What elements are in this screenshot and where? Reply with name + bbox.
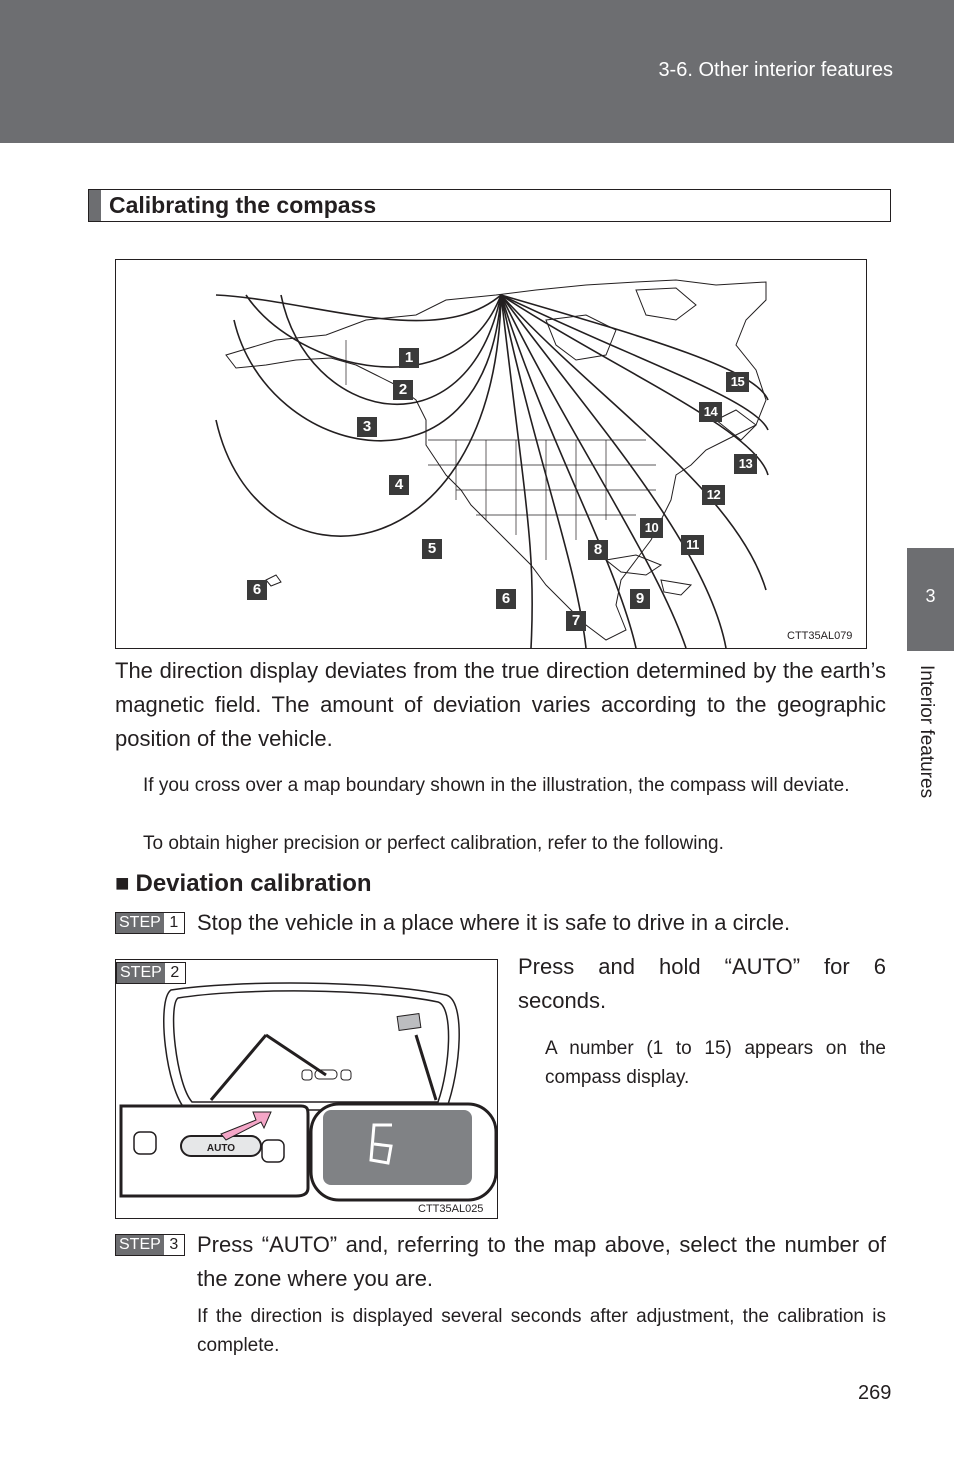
step-1-text: Stop the vehicle in a place where it is … [197,910,791,935]
zone-9-label: 9 [630,589,650,609]
intro-note-2: To obtain higher precision or perfect ca… [143,833,724,854]
step-2-label: STEP [117,963,165,983]
step-3-text: Press “AUTO” and, referring to the map a… [197,1232,886,1291]
step-1-badge: STEP 1 [115,912,185,934]
zone-4-label: 4 [389,475,409,495]
zone-6-west-label: 6 [247,580,267,600]
page-header: 3-6. Other interior features [0,0,954,143]
zone-8-label: 8 [588,540,608,560]
zone-13-label: 13 [734,454,757,474]
step-3-badge: STEP 3 [115,1234,185,1256]
step-2-note: A number (1 to 15) appears on the compas… [545,1038,886,1088]
step-2-text: Press and hold “AUTO” for 6 seconds. [518,954,886,1013]
section-heading-marker [89,190,101,221]
step-3-note: If the direction is displayed several se… [197,1306,886,1356]
zone-3-label: 3 [357,417,377,437]
intro-paragraph: The direction display deviates from the … [115,658,886,751]
header-section-title: 3-6. Other interior features [658,59,893,81]
step-1-label: STEP [116,913,164,933]
mirror-figure: AUTO CTT35AL025 STEP 2 [115,959,498,1219]
zone-map-drawing [215,279,769,649]
mirror-figure-code: CTT35AL025 [418,1203,483,1215]
zone-1-label: 1 [399,348,419,368]
step-2-number: 2 [164,963,185,983]
chapter-label: Interior features [916,665,937,799]
auto-button-label: AUTO [207,1143,235,1154]
zone-14-label: 14 [699,402,722,422]
zone-2-label: 2 [393,380,413,400]
step-2-badge: STEP 2 [116,962,186,984]
intro-note-1: If you cross over a map boundary shown i… [143,775,850,796]
chapter-tab: 3 [907,548,954,651]
mirror-drawing: AUTO CTT35AL025 [119,982,497,1215]
subsection-title: Deviation calibration [135,870,372,897]
zone-10-label: 10 [640,518,663,538]
zone-11-label: 11 [681,535,704,555]
zone-boundaries [215,294,769,649]
chapter-number: 3 [925,586,936,606]
section-heading: Calibrating the compass [88,189,891,222]
state-borders [345,340,656,560]
compass-zone-map: 1 2 3 4 5 6 6 7 8 9 10 11 12 13 14 15 CT… [115,259,867,649]
zone-15-label: 15 [726,372,749,392]
zone-7-label: 7 [566,611,586,631]
step-3-number: 3 [163,1235,184,1255]
subsection-marker: ■ [115,870,130,897]
subsection-heading: ■Deviation calibration [115,870,372,898]
zone-12-label: 12 [702,485,725,505]
map-figure-code: CTT35AL079 [787,630,853,642]
step-1-number: 1 [163,913,184,933]
zone-6-east-label: 6 [496,589,516,609]
zone-5-label: 5 [422,539,442,559]
section-title: Calibrating the compass [109,192,377,218]
page-number: 269 [858,1382,892,1404]
step-3-label: STEP [116,1235,164,1255]
land-outline [225,279,767,641]
